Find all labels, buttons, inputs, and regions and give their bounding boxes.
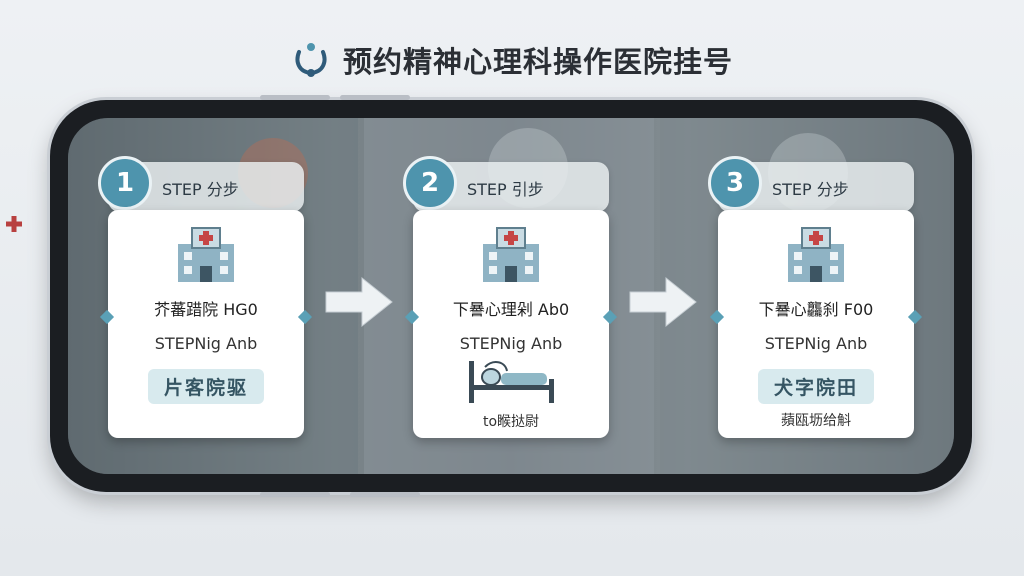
phone-button: [340, 95, 410, 100]
step-label: STEP 引步: [467, 180, 544, 199]
phone-button: [350, 492, 420, 497]
hospital-icon: [788, 227, 844, 282]
hospital-icon: [178, 227, 234, 282]
bed-icon: [469, 361, 554, 403]
header: 预约精神心理科操作医院挂号: [0, 32, 1024, 88]
step-number: 3: [708, 156, 762, 210]
step-2-tab: 2 STEP 引步: [403, 156, 609, 212]
phone-frame: 1 STEP 分步 芥蕃踖院 HG0 STEPNig Anb 片客院驱: [50, 95, 972, 497]
arrow-right-icon: [629, 276, 697, 328]
step-caption: 蘋瓯坜给斛: [781, 413, 851, 429]
step-1-tab: 1 STEP 分步: [98, 156, 304, 212]
step-1-card[interactable]: 芥蕃踖院 HG0 STEPNig Anb 片客院驱: [99, 210, 313, 438]
step-caption: to睺挞尉: [482, 414, 540, 430]
step-subtitle: STEPNig Anb: [154, 334, 258, 353]
step-3-tab: 3 STEP 分步: [708, 156, 914, 212]
page-title: 预约精神心理科操作医院挂号: [342, 45, 733, 79]
step-label: STEP 分步: [162, 180, 239, 199]
step-badge: 片客院驱: [147, 369, 264, 404]
step-title: 芥蕃踖院 HG0: [154, 300, 258, 319]
step-label: STEP 分步: [772, 180, 849, 199]
step-3-card[interactable]: 下謈心龘刹 F00 STEPNig Anb 犬字院田 蘋瓯坜给斛: [709, 210, 923, 438]
step-number: 1: [98, 156, 152, 210]
step-subtitle: STEPNig Anb: [764, 334, 868, 353]
step-title: 下謈心龘刹 F00: [758, 300, 874, 319]
step-subtitle: STEPNig Anb: [459, 334, 563, 353]
phone-screen: 1 STEP 分步 芥蕃踖院 HG0 STEPNig Anb 片客院驱: [68, 118, 954, 474]
stethoscope-icon: [295, 43, 327, 77]
plus-icon: [6, 216, 22, 232]
hospital-icon: [483, 227, 539, 282]
phone-button: [260, 492, 330, 497]
step-badge: 犬字院田: [757, 369, 874, 404]
arrow-right-icon: [325, 276, 393, 328]
phone-button: [260, 95, 330, 100]
step-title: 下謈心理剁 Ab0: [452, 300, 570, 319]
step-2-card[interactable]: 下謈心理剁 Ab0 STEPNig Anb to睺挞尉: [404, 210, 618, 438]
step-number: 2: [403, 156, 457, 210]
